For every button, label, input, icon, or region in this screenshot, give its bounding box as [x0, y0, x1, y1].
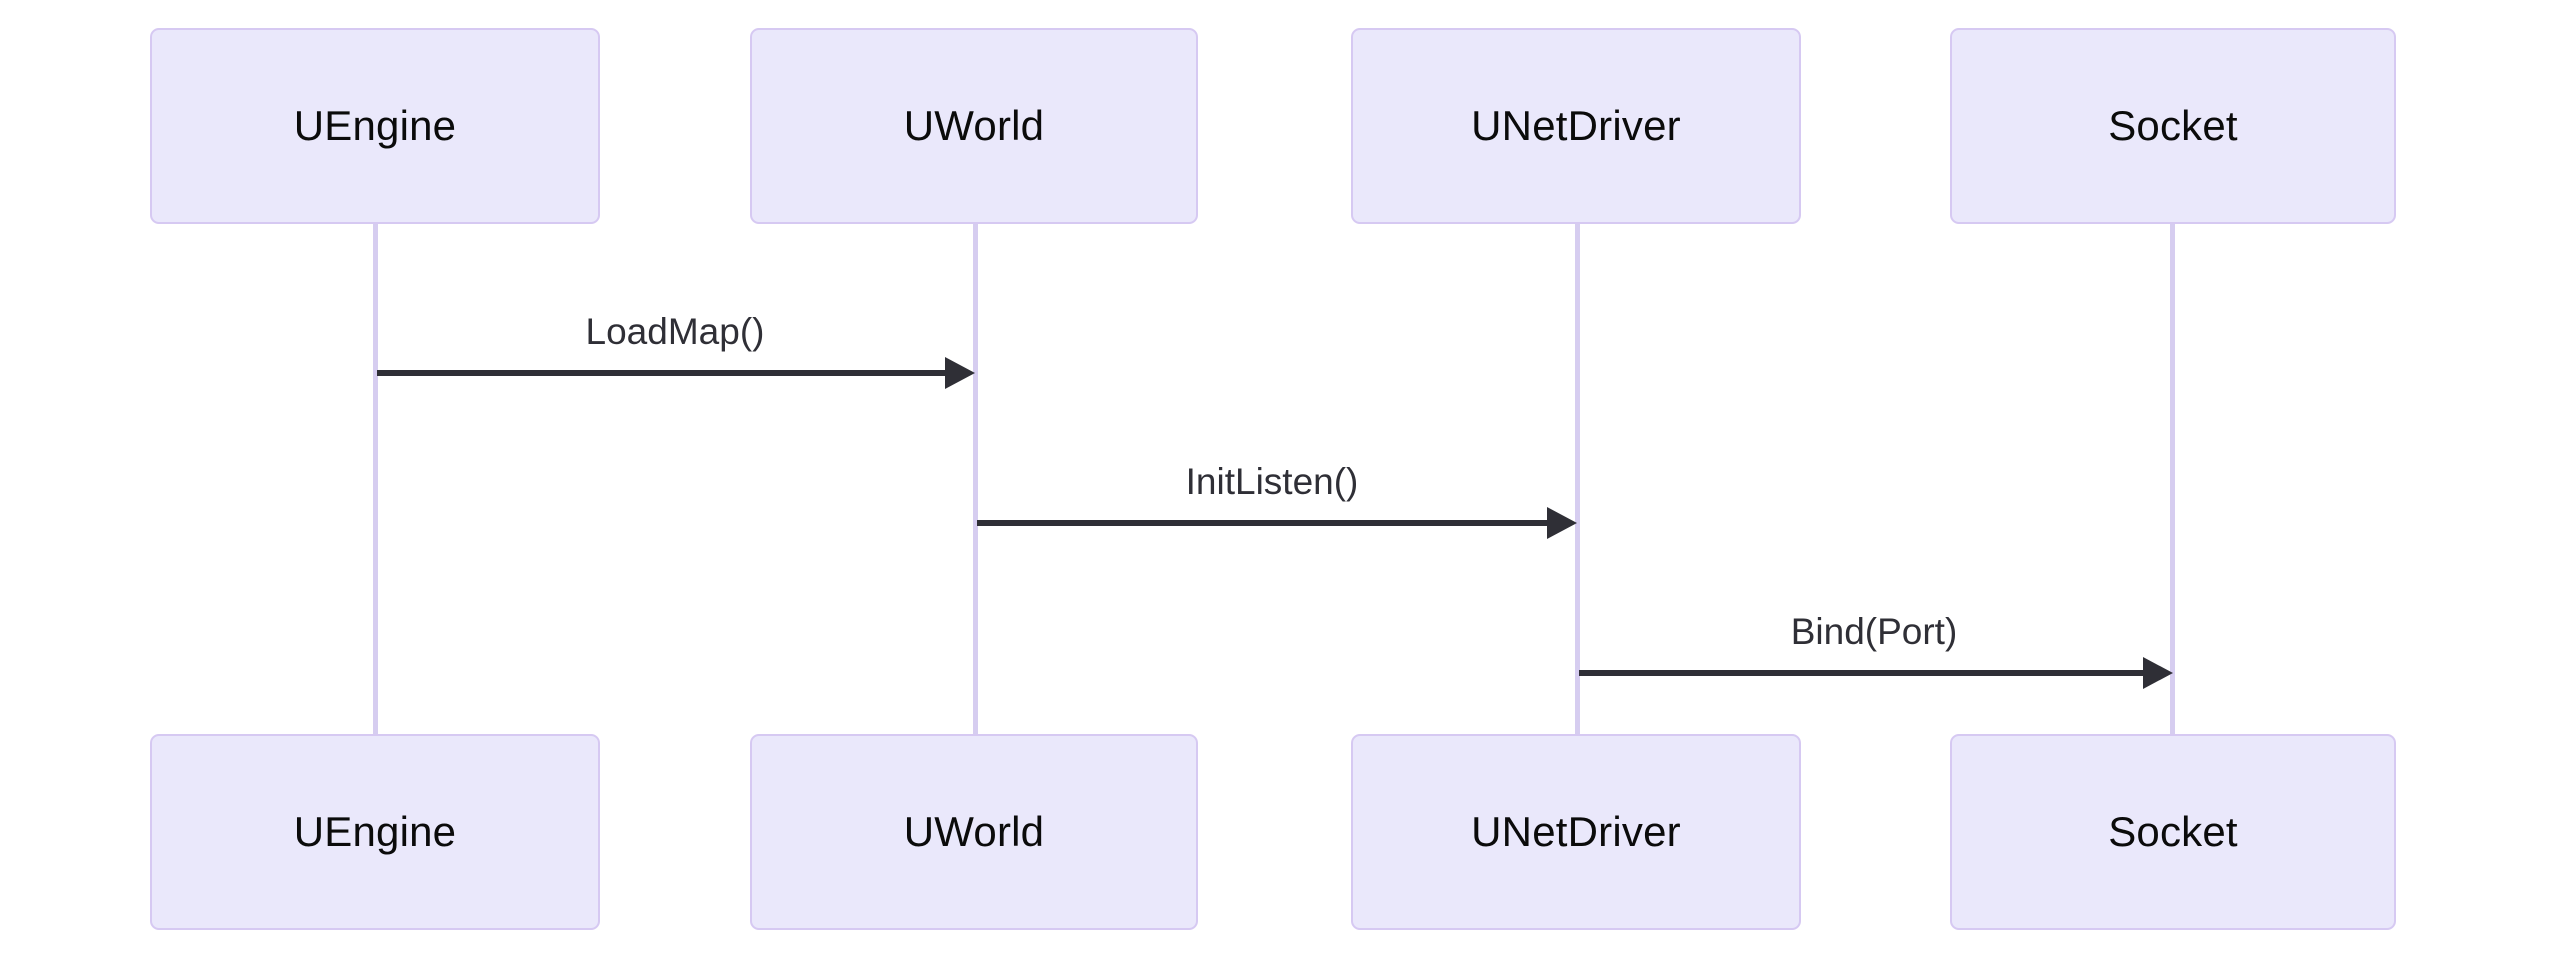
message-arrow-loadmap[interactable] [377, 370, 949, 376]
participant-box-bottom-socket[interactable]: Socket [1950, 734, 2396, 930]
participant-label: UNetDriver [1471, 102, 1681, 149]
participant-box-top-socket[interactable]: Socket [1950, 28, 2396, 224]
lifeline-socket [2170, 224, 2175, 736]
participant-label: UWorld [903, 808, 1045, 855]
participant-box-top-uworld[interactable]: UWorld [750, 28, 1198, 224]
message-arrow-bindport[interactable] [1579, 670, 2147, 676]
message-label-bindport: Bind(Port) [1790, 611, 1958, 652]
participant-box-top-uengine[interactable]: UEngine [150, 28, 600, 224]
participant-label: Socket [2108, 102, 2238, 149]
arrowhead-icon [2143, 657, 2173, 689]
lifeline-unetdriver [1575, 224, 1580, 736]
participant-box-bottom-unetdriver[interactable]: UNetDriver [1351, 734, 1801, 930]
arrowhead-icon [945, 357, 975, 389]
participant-label: UNetDriver [1471, 808, 1681, 855]
participant-label: UEngine [293, 102, 457, 149]
message-label-loadmap: LoadMap() [585, 311, 765, 352]
participant-label: UEngine [293, 808, 457, 855]
arrowhead-icon [1547, 507, 1577, 539]
participant-label: UWorld [903, 102, 1045, 149]
message-arrow-initlisten[interactable] [977, 520, 1551, 526]
participant-box-bottom-uworld[interactable]: UWorld [750, 734, 1198, 930]
lifeline-uworld [973, 224, 978, 736]
participant-box-top-unetdriver[interactable]: UNetDriver [1351, 28, 1801, 224]
participant-box-bottom-uengine[interactable]: UEngine [150, 734, 600, 930]
message-label-initlisten: InitListen() [1185, 461, 1359, 502]
participant-label: Socket [2108, 808, 2238, 855]
lifeline-uengine [373, 224, 378, 736]
